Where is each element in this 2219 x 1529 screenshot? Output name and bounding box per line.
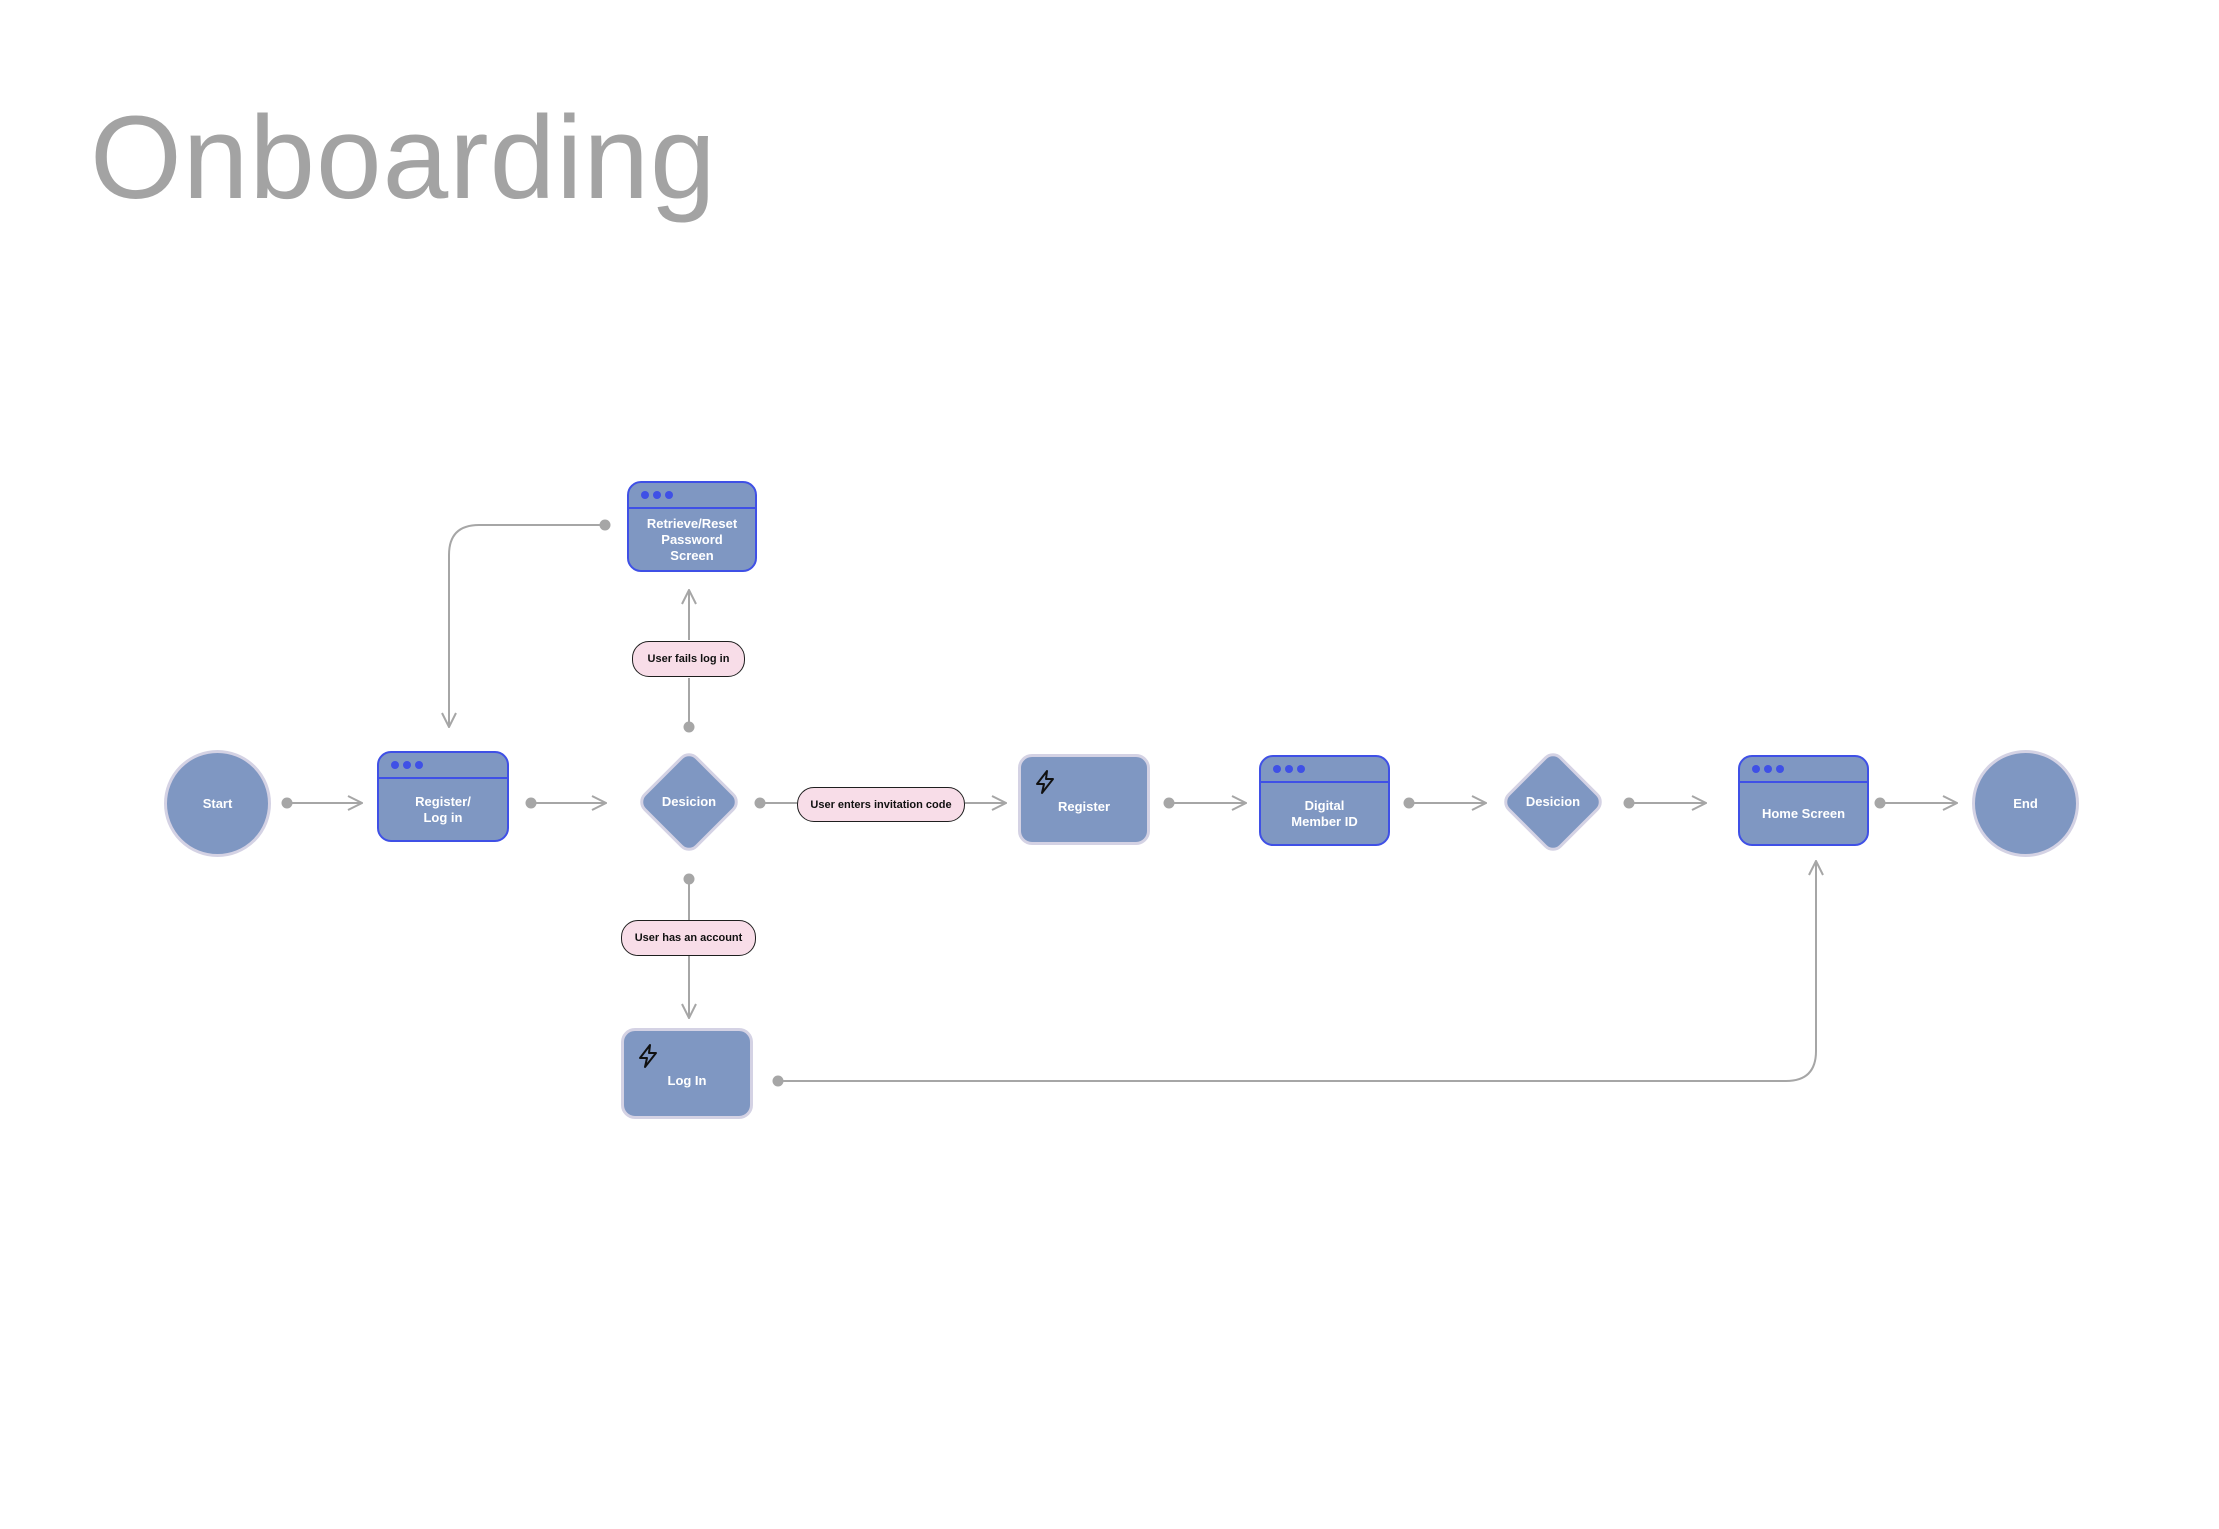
lightning-icon [639,1044,657,1068]
connector-login-to-home [778,861,1816,1082]
window-dots-icon [629,483,755,509]
decision-node-1[interactable]: Desicion [634,747,744,857]
window-dots-icon [379,753,507,779]
start-node[interactable]: Start [164,750,271,857]
end-label: End [2013,795,2038,811]
register-label: Register [1057,798,1111,814]
retrieve-reset-password-screen-node[interactable]: Retrieve/Reset Password Screen [627,481,757,572]
register-login-screen-node[interactable]: Register/ Log in [377,751,509,842]
retrieve-reset-label: Retrieve/Reset Password Screen [646,515,738,563]
window-dots-icon [1261,757,1388,783]
end-node[interactable]: End [1972,750,2079,857]
edge-label-user-enters-invitation-code: User enters invitation code [797,787,965,822]
home-screen-label: Home Screen [1761,805,1846,821]
window-dots-icon [1740,757,1867,783]
home-screen-node[interactable]: Home Screen [1738,755,1869,846]
register-action-node[interactable]: Register [1018,754,1150,845]
register-login-label: Register/ Log in [415,793,471,825]
start-label: Start [202,795,233,811]
page-title: Onboarding [90,92,717,224]
digital-member-id-label: Digital Member ID [1291,797,1358,829]
edge-label-user-fails-log-in: User fails log in [632,641,745,677]
log-in-label: Log In [667,1072,707,1088]
lightning-icon [1036,770,1054,794]
log-in-action-node[interactable]: Log In [621,1028,753,1119]
decision-node-2[interactable]: Desicion [1498,747,1608,857]
digital-member-id-screen-node[interactable]: Digital Member ID [1259,755,1390,846]
edge-label-user-has-an-account: User has an account [621,920,756,956]
decision-1-label: Desicion [661,794,717,809]
connector-reset-to-register-login [449,524,605,727]
decision-2-label: Desicion [1525,794,1581,809]
